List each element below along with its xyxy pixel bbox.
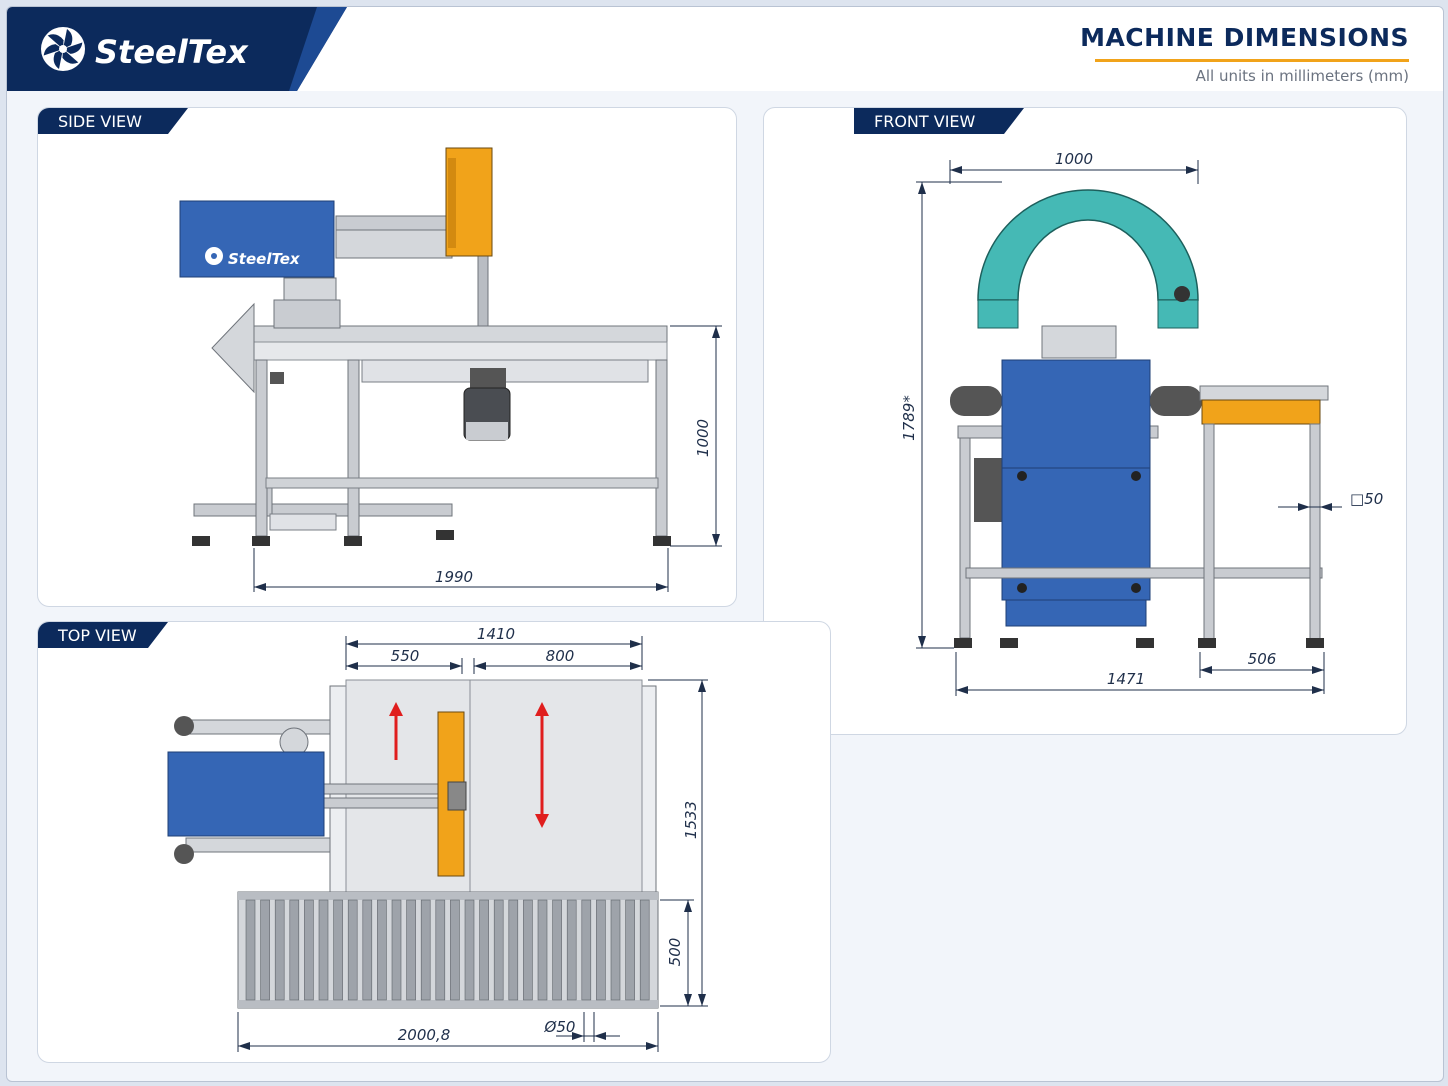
roller <box>333 899 343 1001</box>
roller <box>274 899 285 1001</box>
roller <box>464 899 475 1001</box>
dim-top-right: 800 <box>546 647 575 665</box>
dim-conveyor-width: 506 <box>1248 650 1277 668</box>
roller <box>377 899 387 1001</box>
roller <box>596 899 606 1001</box>
roller <box>493 899 504 1001</box>
side-view-drawing: SteelTex 1000 1990 <box>179 147 722 592</box>
roller <box>537 899 548 1001</box>
units-note: All units in millimeters (mm) <box>1195 67 1409 85</box>
roller <box>435 899 446 1001</box>
top-view-label: TOP VIEW <box>58 626 137 645</box>
roller <box>362 899 373 1001</box>
roller <box>566 899 577 1001</box>
page-title: MACHINE DIMENSIONS <box>1080 23 1409 52</box>
roller <box>581 899 592 1001</box>
conveyor-rollers <box>245 899 650 1001</box>
roller <box>260 899 270 1001</box>
dimension-sheet: SteelTex MACHINE DIMENSIONS All units in… <box>6 6 1444 1082</box>
top-view-drawing: 1410 550 800 1533 <box>167 625 708 1052</box>
logo-banner: SteelTex <box>7 7 347 91</box>
top-view-tag <box>38 622 168 648</box>
dim-conveyor-depth: 500 <box>666 938 684 967</box>
dim-side-height: 1000 <box>694 419 712 457</box>
dim-profile: □50 <box>1350 490 1383 508</box>
roller <box>552 899 562 1001</box>
dim-roller-diameter: Ø50 <box>544 1018 576 1036</box>
side-view-panel: SIDE VIEW <box>37 107 737 607</box>
roller <box>610 899 621 1001</box>
dim-total-width: 1471 <box>1107 670 1145 688</box>
roller <box>625 899 635 1001</box>
fan-logo-icon <box>41 27 85 71</box>
roller <box>508 899 519 1001</box>
top-view-panel: TOP VIEW <box>37 621 831 1063</box>
title-underline <box>1095 59 1409 62</box>
roller <box>318 899 329 1001</box>
header: SteelTex MACHINE DIMENSIONS All units in… <box>7 7 1443 91</box>
roller <box>347 899 358 1001</box>
dim-top-left: 550 <box>391 647 420 665</box>
dim-top-total: 1410 <box>477 625 515 643</box>
roller <box>289 899 300 1001</box>
roller <box>639 899 650 1001</box>
roller <box>406 899 416 1001</box>
side-view-label: SIDE VIEW <box>58 112 142 131</box>
front-view-label: FRONT VIEW <box>874 112 976 131</box>
roller <box>420 899 431 1001</box>
front-view-drawing: 1000 1789* □50 506 <box>900 150 1383 696</box>
front-view-tag <box>854 108 1024 134</box>
front-view-panel: FRONT VIEW <box>763 107 1407 735</box>
roller <box>523 899 533 1001</box>
roller <box>450 899 460 1001</box>
roller <box>304 899 314 1001</box>
dim-total-height: 1789* <box>900 395 918 441</box>
roller <box>391 899 402 1001</box>
brand-name: SteelTex <box>95 33 249 71</box>
dim-conveyor-length: 2000,8 <box>398 1026 451 1044</box>
side-view-tag <box>38 108 188 134</box>
dim-top-depth: 1533 <box>682 801 700 839</box>
roller <box>245 899 256 1001</box>
dim-side-length: 1990 <box>435 568 473 586</box>
machine-brand: SteelTex <box>228 250 301 268</box>
roller <box>479 899 489 1001</box>
dim-ring-width: 1000 <box>1055 150 1093 168</box>
